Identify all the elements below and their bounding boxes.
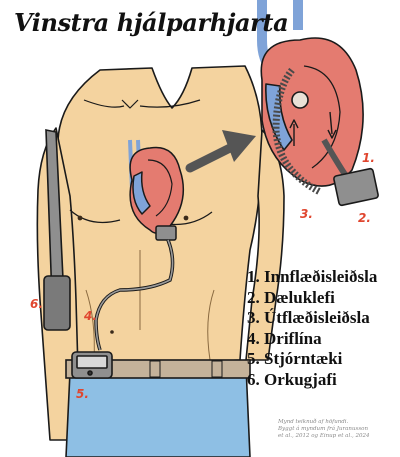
chest-heart — [128, 139, 185, 241]
inset-inner-line — [303, 65, 341, 169]
pump-on-chest — [155, 225, 177, 241]
legend-item-pump: 2. Dæluklefi — [247, 287, 335, 307]
legend-item-power: 6. Orkugjafi — [247, 369, 337, 389]
legend-item-controller: 5. Stjórntæki — [247, 349, 343, 369]
heart-inner — [147, 159, 173, 217]
pointer-arrow — [185, 130, 256, 173]
callout-2: 2. — [358, 211, 371, 225]
inset-pump — [333, 167, 379, 207]
waist-right — [207, 289, 215, 361]
diagram-title: Vinstra hjálparhjarta — [14, 8, 289, 37]
credit-line: Mynd teiknuð af höfundi. — [278, 419, 349, 425]
pants — [65, 365, 251, 457]
legend-item-inflow: 1. Innflæðisleiðsla — [247, 267, 378, 286]
callout-5: 5. — [76, 387, 89, 401]
collarbone-left — [83, 99, 125, 108]
driveline-highlight — [95, 239, 174, 351]
right-arm — [245, 129, 285, 361]
battery-pack — [43, 275, 71, 331]
legend-item-outflow: 3. Útflæðisleiðsla — [247, 308, 370, 328]
heart-blue-chamber — [132, 171, 151, 215]
belt-loop-2 — [149, 360, 161, 378]
credit-line: Byggt á myndum frá Juranusson — [278, 426, 368, 432]
inset-arrow-down — [329, 111, 333, 135]
inset-valve — [291, 91, 309, 109]
callout-1: 1. — [362, 151, 375, 165]
controller-button — [87, 370, 93, 376]
collarbone-right — [139, 99, 201, 108]
outflow-graft — [272, 67, 322, 196]
callout-6: 6. — [30, 297, 43, 311]
inset-heart — [257, 0, 379, 207]
battery-group — [43, 129, 71, 331]
component-legend: 1. Innflæðisleiðsla 2. Dæluklefi 3. Útfl… — [247, 267, 377, 391]
belt-loop-3 — [211, 360, 223, 378]
neck-notch — [121, 99, 139, 109]
nipple-right — [183, 215, 189, 221]
controller — [71, 351, 113, 379]
image-credit: Mynd teiknuð af höfundi. Byggt á myndum … — [278, 419, 388, 440]
pec-left — [69, 209, 121, 223]
inset-arrow-up-head — [289, 119, 299, 129]
callout-4: 4. — [83, 309, 97, 323]
controller-screen — [76, 355, 108, 369]
credit-line: et al., 2012 og Einup et al., 2024 — [278, 433, 370, 439]
navel — [110, 330, 114, 334]
nipple-left — [77, 215, 83, 221]
legend-item-driveline: 4. Driflína — [247, 328, 322, 348]
callout-3: 3. — [300, 207, 313, 221]
inset-arrow-down-head — [327, 129, 337, 139]
